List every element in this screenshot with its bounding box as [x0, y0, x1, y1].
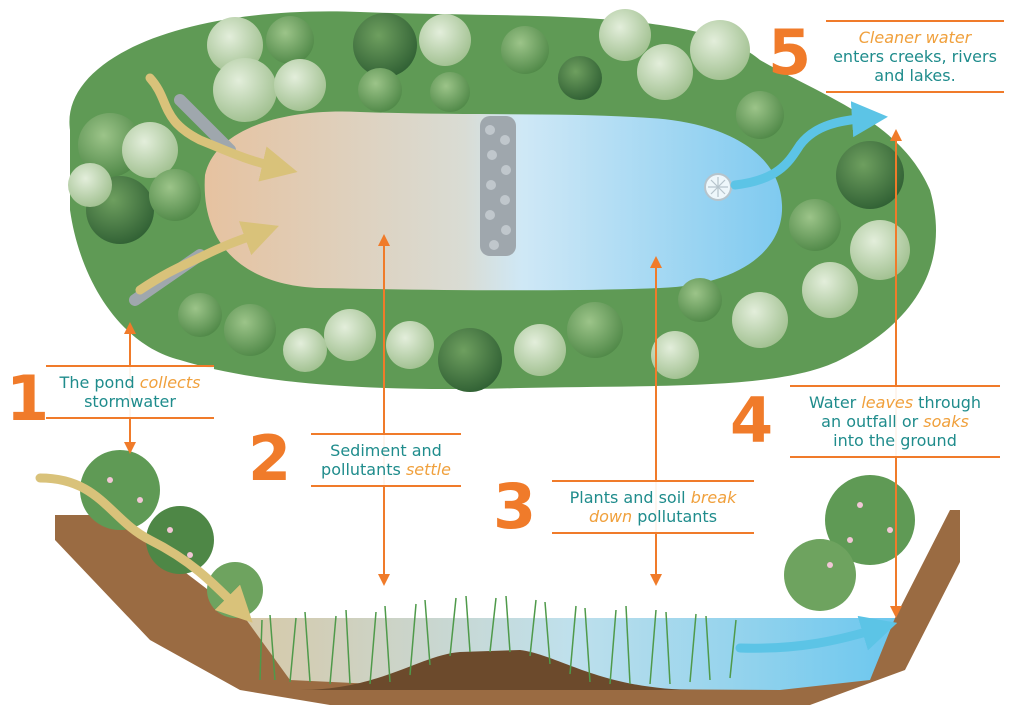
step-5-caption: Cleaner water enters creeks, rivers and …	[826, 20, 1004, 93]
step-1-text: The pond	[60, 373, 140, 392]
stone-check-dam	[480, 116, 516, 256]
step-5-text-line2: enters creeks, rivers	[830, 47, 1000, 66]
step-4-caption: Water leaves through an outfall or soaks…	[790, 385, 1000, 458]
step-1-caption: The pond collects stormwater	[46, 365, 214, 419]
step-4-text: Water	[809, 393, 861, 412]
step-5-text-line3: and lakes.	[830, 66, 1000, 85]
step-4-text-line3: into the ground	[794, 431, 996, 450]
step-3-text: Plants and soil	[570, 488, 691, 507]
step-5-number: 5	[768, 22, 811, 84]
step-4-text-line2: an outfall or	[821, 412, 923, 431]
step-2-emphasis: settle	[406, 460, 451, 479]
step-1-text-line2: stormwater	[50, 392, 210, 411]
step-3-emphasis-2: down	[589, 507, 632, 526]
step-2-text: pollutants	[321, 460, 406, 479]
step-4-text-cont: through	[913, 393, 981, 412]
step-2-number: 2	[248, 428, 291, 490]
step-3-emphasis: break	[691, 488, 737, 507]
step-1-emphasis: collects	[140, 373, 201, 392]
step-3-number: 3	[493, 476, 536, 538]
step-4-emphasis-2: soaks	[923, 412, 969, 431]
step-2-caption: Sediment and pollutants settle	[311, 433, 461, 487]
step-1-number: 1	[6, 368, 49, 430]
step-5-emphasis: Cleaner water	[830, 28, 1000, 47]
step-3-text-line2: pollutants	[632, 507, 717, 526]
step-3-caption: Plants and soil break down pollutants	[552, 480, 754, 534]
step-4-emphasis: leaves	[861, 393, 913, 412]
step-4-number: 4	[730, 390, 773, 452]
step-2-text-line1: Sediment and	[315, 441, 457, 460]
